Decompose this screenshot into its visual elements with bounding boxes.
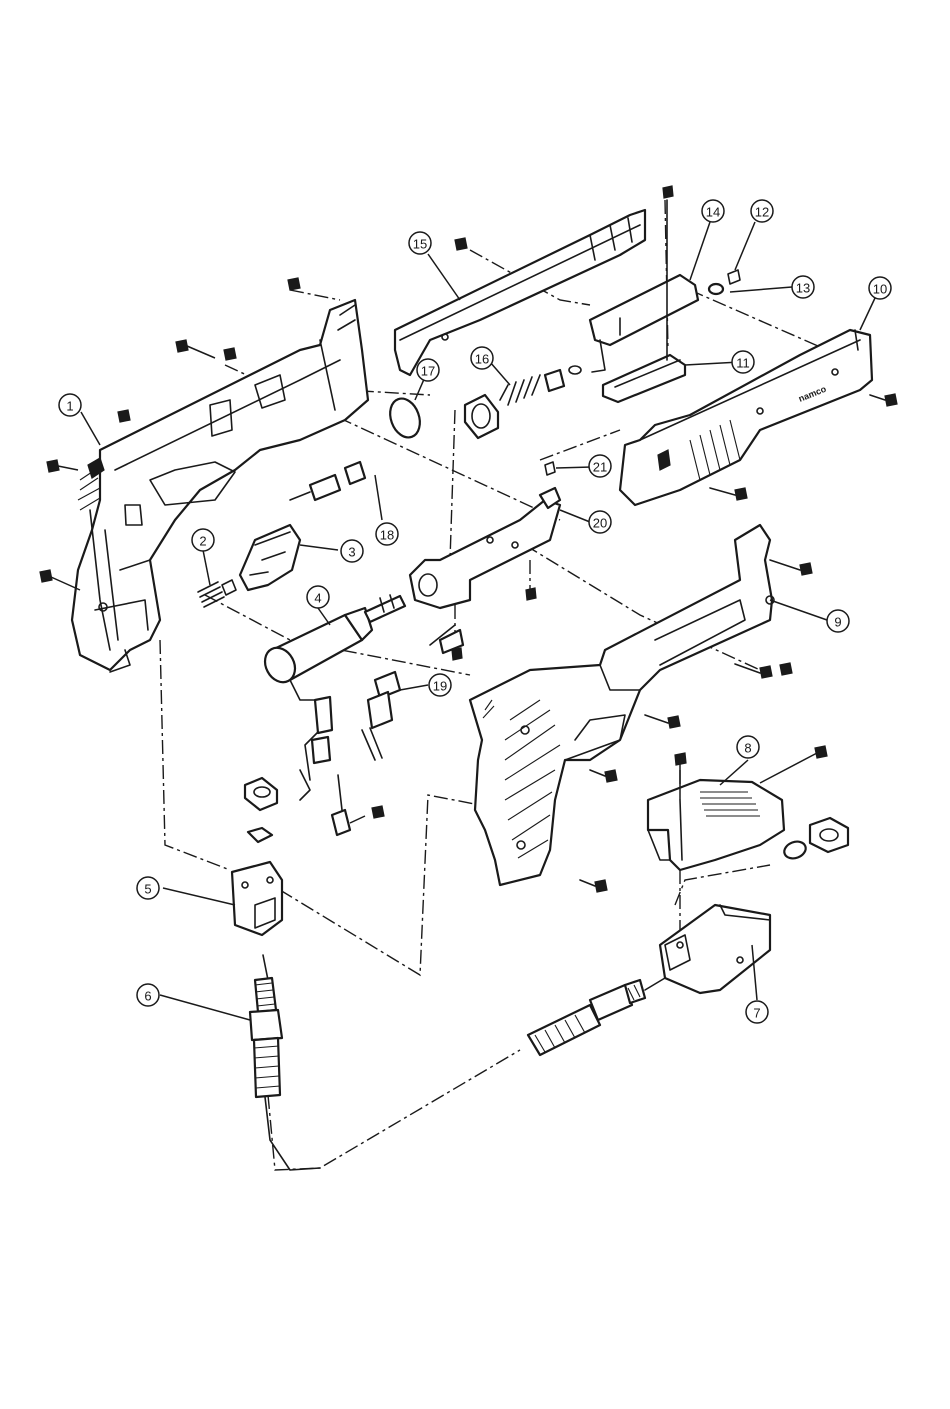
part-3-trigger-block bbox=[240, 525, 338, 590]
svg-text:15: 15 bbox=[413, 237, 427, 252]
part-20-mounting-plate bbox=[410, 488, 590, 608]
label-6: 6 bbox=[137, 984, 159, 1006]
label-15: 15 bbox=[409, 232, 431, 254]
label-11: 11 bbox=[732, 351, 754, 373]
svg-text:20: 20 bbox=[593, 516, 607, 531]
label-13: 13 bbox=[792, 276, 814, 298]
svg-text:4: 4 bbox=[314, 591, 321, 606]
part-7-right-bracket bbox=[660, 905, 770, 1000]
svg-text:5: 5 bbox=[144, 882, 151, 897]
part-12-clip bbox=[728, 222, 755, 284]
svg-text:21: 21 bbox=[593, 460, 607, 475]
part-8-end-cap bbox=[648, 746, 848, 870]
right-cable-connector bbox=[528, 978, 665, 1055]
part-15-top-rail bbox=[395, 210, 645, 375]
svg-text:17: 17 bbox=[421, 364, 435, 379]
part-6-cable-connector bbox=[160, 955, 320, 1170]
label-1: 1 bbox=[59, 394, 81, 416]
svg-text:13: 13 bbox=[796, 281, 810, 296]
part-11-bar bbox=[603, 355, 740, 402]
part-17-ring bbox=[385, 370, 428, 442]
svg-text:14: 14 bbox=[706, 205, 720, 220]
bushing bbox=[465, 395, 498, 438]
label-8: 8 bbox=[737, 736, 759, 758]
label-7: 7 bbox=[746, 1001, 768, 1023]
svg-text:7: 7 bbox=[753, 1006, 760, 1021]
part-13-washer bbox=[709, 284, 792, 294]
svg-text:11: 11 bbox=[736, 356, 750, 371]
label-4: 4 bbox=[307, 586, 329, 608]
svg-text:9: 9 bbox=[834, 615, 841, 630]
label-5: 5 bbox=[137, 877, 159, 899]
svg-text:10: 10 bbox=[873, 282, 887, 297]
part-10-slide: namco bbox=[620, 330, 897, 505]
label-18: 18 bbox=[376, 523, 398, 545]
part-5-bracket bbox=[163, 775, 384, 935]
label-9: 9 bbox=[827, 610, 849, 632]
svg-text:2: 2 bbox=[199, 534, 206, 549]
svg-text:19: 19 bbox=[433, 679, 447, 694]
label-2: 2 bbox=[192, 529, 214, 551]
svg-text:1: 1 bbox=[66, 399, 73, 414]
label-14: 14 bbox=[702, 200, 724, 222]
label-19: 19 bbox=[429, 674, 451, 696]
part-14-plate bbox=[590, 186, 710, 372]
svg-text:8: 8 bbox=[744, 741, 751, 756]
part-16-spring bbox=[490, 362, 581, 405]
part-18-connector bbox=[290, 462, 382, 520]
label-12: 12 bbox=[751, 200, 773, 222]
label-10: 10 bbox=[869, 277, 891, 299]
svg-text:16: 16 bbox=[475, 352, 489, 367]
label-16: 16 bbox=[471, 347, 493, 369]
part-21-pin bbox=[545, 462, 592, 475]
svg-text:3: 3 bbox=[348, 545, 355, 560]
part-2-spring bbox=[198, 550, 236, 607]
svg-text:12: 12 bbox=[755, 205, 769, 220]
svg-text:18: 18 bbox=[380, 528, 394, 543]
label-17: 17 bbox=[417, 359, 439, 381]
label-20: 20 bbox=[589, 511, 611, 533]
label-21: 21 bbox=[589, 455, 611, 477]
svg-text:6: 6 bbox=[144, 989, 151, 1004]
label-3: 3 bbox=[341, 540, 363, 562]
